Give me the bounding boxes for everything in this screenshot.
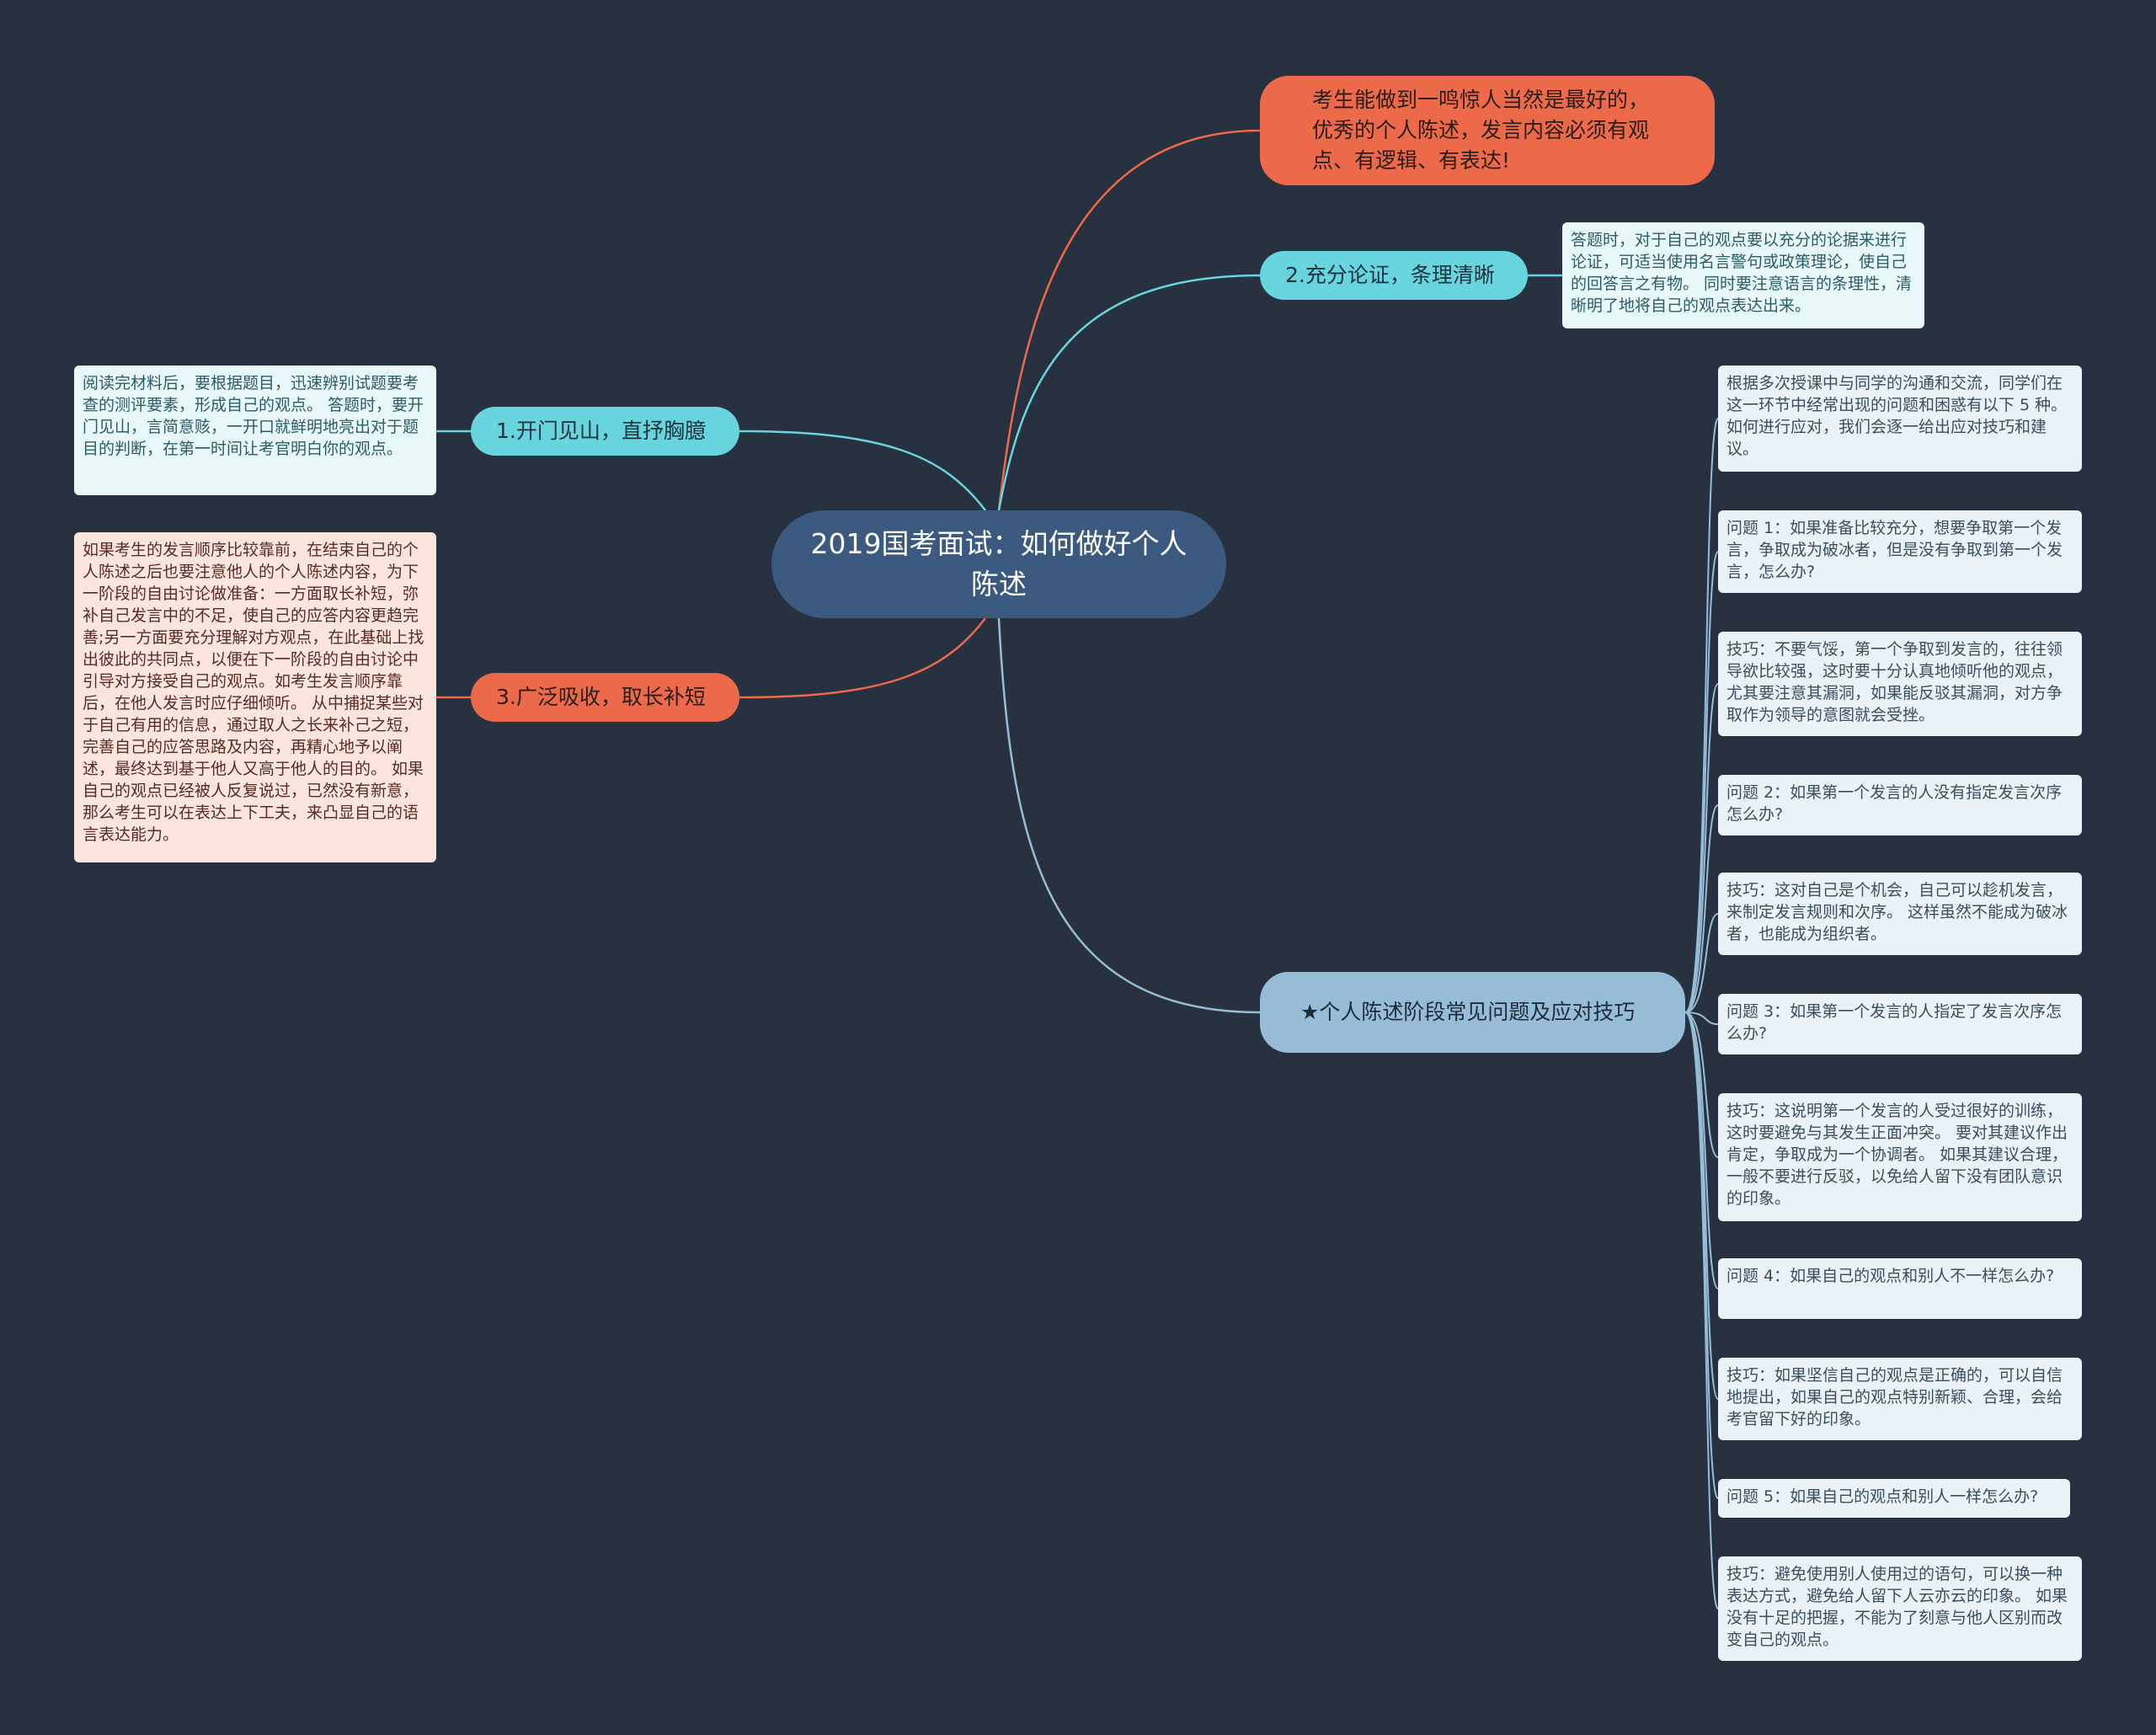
link-branch-4-item: [1684, 1012, 1719, 1158]
branch-4-item: 问题 1：如果准备比较充分，想要争取第一个发言，争取成为破冰者，但是没有争取到第…: [1718, 510, 2082, 593]
branch-4-item: 问题 2：如果第一个发言的人没有指定发言次序怎么办?: [1718, 775, 2082, 835]
central-topic[interactable]: 2019国考面试：如何做好个人陈述: [771, 510, 1226, 618]
branch-4-item: 问题 3：如果第一个发言的人指定了发言次序怎么办?: [1718, 994, 2082, 1054]
branch-3-node[interactable]: 3.广泛吸收，取长补短: [471, 673, 739, 722]
branch-4-item: 技巧：避免使用别人使用过的语句，可以换一种表达方式，避免给人留下人云亦云的印象。…: [1718, 1556, 2082, 1661]
branch-4-item-text: 技巧：这说明第一个发言的人受过很好的训练，这时要避免与其发生正面冲突。 要对其建…: [1726, 1102, 2068, 1208]
branch-4-item: 问题 4：如果自己的观点和别人不一样怎么办?: [1718, 1258, 2082, 1319]
link-branch-4-item: [1684, 551, 1719, 1013]
branch-1-detail: 阅读完材料后，要根据题目，迅速辨别试题要考查的测评要素，形成自己的观点。 答题时…: [74, 366, 436, 495]
intro-node[interactable]: 考生能做到一鸣惊人当然是最好的，优秀的个人陈述，发言内容必须有观点、有逻辑、有表…: [1260, 76, 1715, 185]
branch-4-item: 技巧：如果坚信自己的观点是正确的，可以自信地提出，如果自己的观点特别新颖、合理，…: [1718, 1358, 2082, 1440]
link-branch-4-item: [1684, 1012, 1719, 1025]
branch-4-item-text: 技巧：避免使用别人使用过的语句，可以换一种表达方式，避免给人留下人云亦云的印象。…: [1726, 1565, 2068, 1649]
link-intro: [997, 129, 1261, 511]
branch-4-item-text: 问题 3：如果第一个发言的人指定了发言次序怎么办?: [1726, 1002, 2063, 1043]
branch-4-item-text: 技巧：这对自己是个机会，自己可以趁机发言，来制定发言规则和次序。 这样虽然不能成…: [1726, 881, 2068, 943]
intro-label: 考生能做到一鸣惊人当然是最好的，优秀的个人陈述，发言内容必须有观点、有逻辑、有表…: [1312, 88, 1650, 173]
branch-2-label: 2.充分论证，条理清晰: [1285, 263, 1495, 287]
branch-4-item: 技巧：这说明第一个发言的人受过很好的训练，这时要避免与其发生正面冲突。 要对其建…: [1718, 1093, 2082, 1221]
branch-4-item: 技巧：不要气馁，第一个争取到发言的，往往领导欲比较强，这时要十分认真地倾听他的观…: [1718, 632, 2082, 736]
branch-4-item: 问题 5：如果自己的观点和别人一样怎么办?: [1718, 1479, 2070, 1518]
link-branch-4-item: [1684, 1012, 1719, 1610]
link-b4: [997, 617, 1261, 1014]
branch-4-item: 技巧：这对自己是个机会，自己可以趁机发言，来制定发言规则和次序。 这样虽然不能成…: [1718, 873, 2082, 955]
branch-4-item-text: 技巧：不要气馁，第一个争取到发言的，往往领导欲比较强，这时要十分认真地倾听他的观…: [1726, 640, 2063, 724]
branch-3-detail-text: 如果考生的发言顺序比较靠前，在结束自己的个人陈述之后也要注意他人的个人陈述内容，…: [83, 541, 424, 844]
link-branch-4-item: [1684, 804, 1719, 1013]
branch-4-label: ★个人陈述阶段常见问题及应对技巧: [1300, 1000, 1636, 1024]
branch-2-node[interactable]: 2.充分论证，条理清晰: [1260, 251, 1528, 300]
link-branch-4-item: [1684, 913, 1719, 1013]
branch-4-node[interactable]: ★个人陈述阶段常见问题及应对技巧: [1260, 972, 1685, 1053]
branch-4-item-text: 问题 2：如果第一个发言的人没有指定发言次序怎么办?: [1726, 783, 2063, 824]
branch-3-detail: 如果考生的发言顺序比较靠前，在结束自己的个人陈述之后也要注意他人的个人陈述内容，…: [74, 532, 436, 862]
link-b1: [739, 430, 986, 511]
link-branch-4-item: [1684, 1012, 1719, 1289]
branch-4-item-text: 问题 5：如果自己的观点和别人一样怎么办?: [1726, 1487, 2039, 1506]
link-branch-4-item: [1684, 683, 1719, 1013]
branch-4-item-text: 问题 1：如果准备比较充分，想要争取第一个发言，争取成为破冰者，但是没有争取到第…: [1726, 519, 2063, 581]
branch-4-item-text: 问题 4：如果自己的观点和别人不一样怎么办?: [1726, 1267, 2055, 1285]
branch-2-detail: 答题时，对于自己的观点要以充分的论据来进行论证，可适当使用名言警句或政策理论，使…: [1562, 222, 1924, 328]
link-branch-4-item: [1684, 418, 1719, 1013]
branch-4-item-text: 根据多次授课中与同学的沟通和交流，同学们在这一环节中经常出现的问题和困惑有以下 …: [1726, 374, 2068, 458]
branch-1-node[interactable]: 1.开门见山，直抒胸臆: [471, 407, 739, 456]
branch-1-label: 1.开门见山，直抒胸臆: [496, 419, 706, 443]
branch-3-label: 3.广泛吸收，取长补短: [496, 685, 706, 709]
branch-2-detail-text: 答题时，对于自己的观点要以充分的论据来进行论证，可适当使用名言警句或政策理论，使…: [1571, 231, 1913, 315]
branch-4-item: 根据多次授课中与同学的沟通和交流，同学们在这一环节中经常出现的问题和困惑有以下 …: [1718, 366, 2082, 472]
branch-1-detail-text: 阅读完材料后，要根据题目，迅速辨别试题要考查的测评要素，形成自己的观点。 答题时…: [83, 374, 424, 458]
central-topic-label: 2019国考面试：如何做好个人陈述: [810, 527, 1187, 601]
link-b3: [739, 617, 986, 699]
link-b2: [997, 274, 1261, 511]
branch-4-item-text: 技巧：如果坚信自己的观点是正确的，可以自信地提出，如果自己的观点特别新颖、合理，…: [1726, 1366, 2063, 1428]
link-branch-4-item: [1684, 1012, 1719, 1499]
link-branch-4-item: [1684, 1012, 1719, 1400]
